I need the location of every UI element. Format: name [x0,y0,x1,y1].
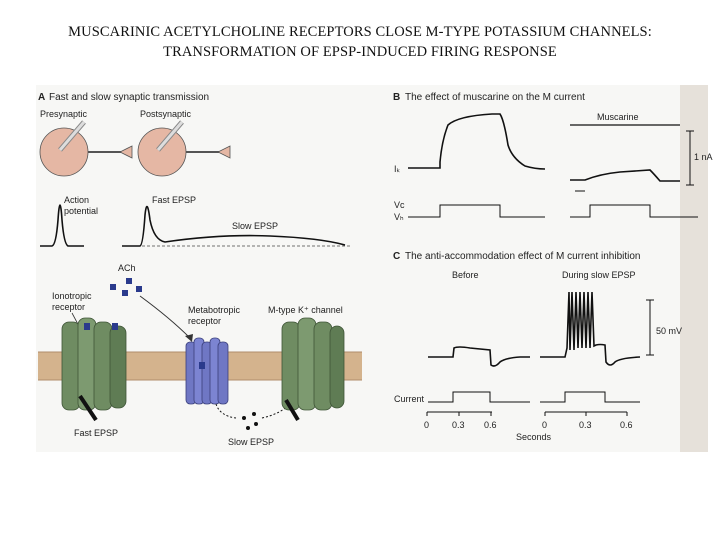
seconds-label: Seconds [516,432,552,442]
ik-control-trace [408,113,546,170]
before-voltage-trace [428,346,530,367]
ach-molecules [110,278,142,296]
voltage-step-control [408,204,545,218]
tick-0-before: 0 [424,420,429,430]
panel-c-letter: C [393,251,400,262]
panel-a-heading: Fast and slow synaptic transmission [49,92,209,103]
ach-arrow [139,295,191,339]
title-line-1: MUSCARINIC ACETYLCHOLINE RECEPTORS CLOSE… [68,24,652,40]
mtype-channel-label: M-type K⁺ channel [268,305,343,315]
ach-label: ACh [118,263,136,273]
ik-label: Iₖ [394,164,401,174]
during-label: During slow EPSP [562,270,636,280]
fast-epsp-arrow [78,394,98,422]
second-messengers [242,412,258,430]
fast-epsp-label: Fast EPSP [152,195,196,205]
vc-label: Vᴄ [394,200,405,210]
slow-epsp-bottom-label: Slow EPSP [228,437,274,447]
panel-b-heading: The effect of muscarine on the M current [405,92,585,103]
ionotropic-channel [61,317,127,411]
slow-epsp-label: Slow EPSP [232,221,278,231]
time-axis-during [544,411,628,416]
muscarine-label: Muscarine [597,112,639,122]
time-axis-before [426,411,492,416]
postsynaptic-neuron [137,120,231,177]
before-label: Before [452,270,479,280]
action-potential-label-1: Action [64,195,89,205]
panel-a-letter: A [38,92,45,103]
vh-label: Vₕ [394,212,404,222]
presynaptic-neuron [39,120,133,177]
metabotropic-label-1: Metabotropic [188,305,241,315]
postsynaptic-label: Postsynaptic [140,109,192,119]
fast-epsp-bottom-label: Fast EPSP [74,428,118,438]
action-potential-trace [40,204,84,247]
current-label: Current [394,394,425,404]
ik-muscarine-trace [570,169,680,182]
during-current-step [540,391,640,403]
epsp-trace [122,205,346,247]
voltage-step-muscarine [570,204,698,218]
during-voltage-trace [540,291,641,366]
presynaptic-label: Presynaptic [40,109,88,119]
metabotropic-receptor [185,337,229,405]
panel-c-heading: The anti-accommodation effect of M curre… [405,251,641,262]
b-scale-label: 1 nA [694,152,713,162]
panel-b-letter: B [393,92,400,103]
tick-03-before: 0.3 [452,420,465,430]
mtype-block-arrow [284,398,300,422]
page-edge [680,85,708,452]
ionotropic-label-1: Ionotropic [52,291,92,301]
metabotropic-label-2: receptor [188,316,221,326]
title-line-2: TRANSFORMATION OF EPSP-INDUCED FIRING RE… [163,44,557,60]
mtype-k-channel [281,317,345,411]
tick-06-before: 0.6 [484,420,497,430]
ionotropic-label-2: receptor [52,302,85,312]
tick-0-during: 0 [542,420,547,430]
action-potential-label-2: potential [64,206,98,216]
before-current-step [428,391,530,403]
c-scale-label: 50 mV [656,326,682,336]
figure-background [36,85,708,452]
tick-06-during: 0.6 [620,420,633,430]
ach-arrowhead [185,334,193,342]
tick-03-during: 0.3 [579,420,592,430]
